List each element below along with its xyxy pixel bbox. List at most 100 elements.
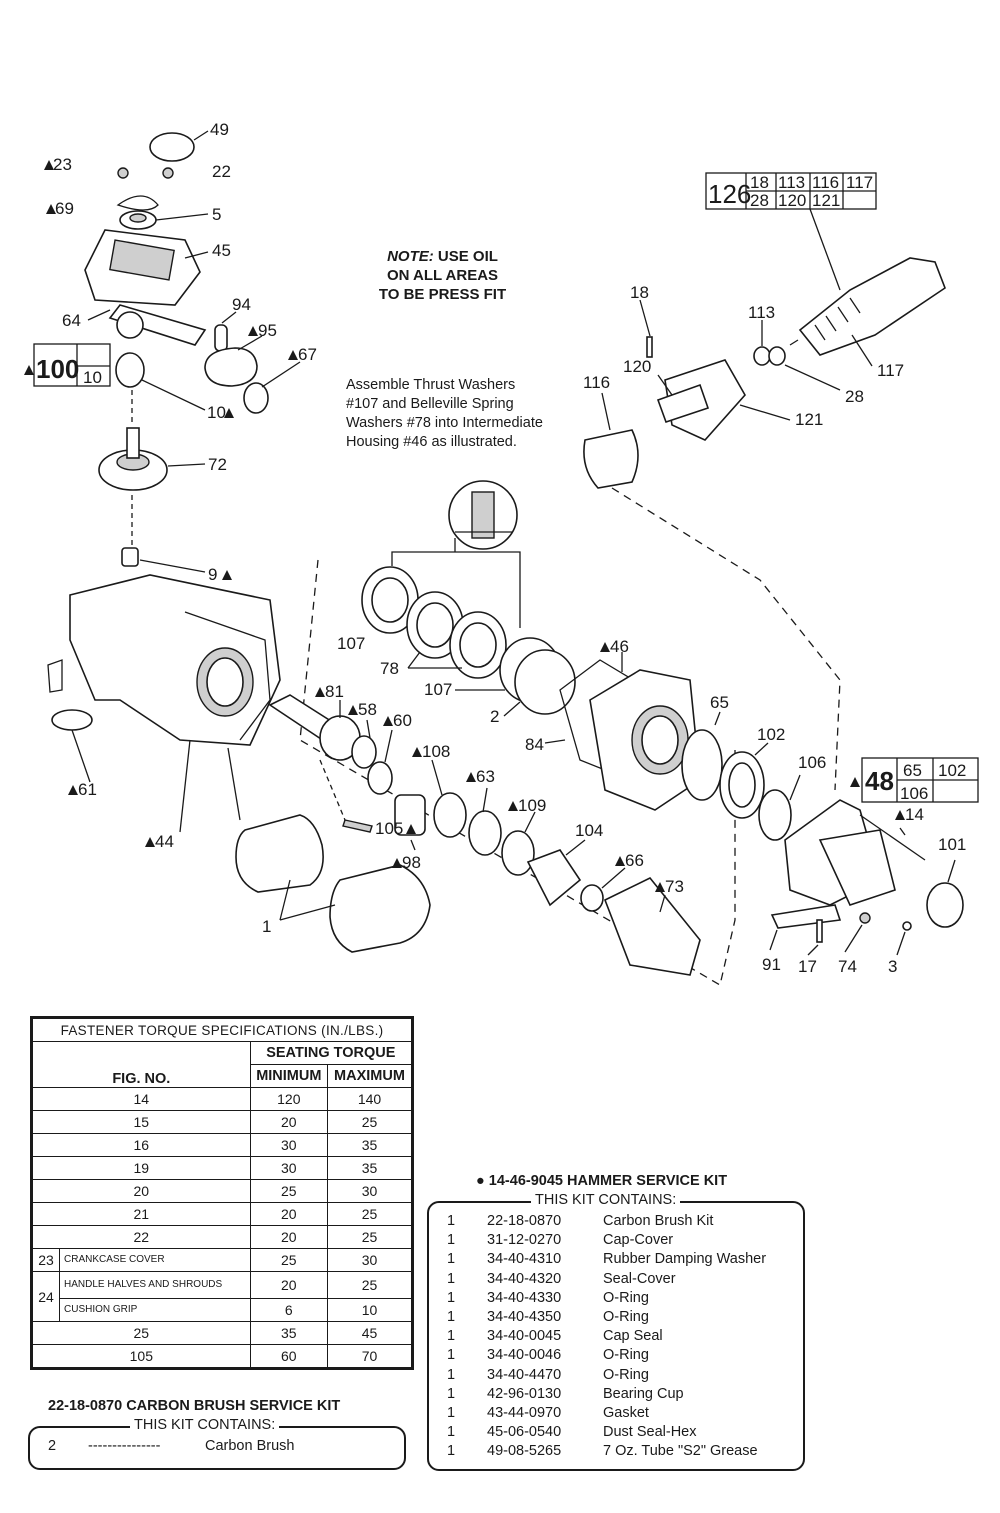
callout-107-a: 107 xyxy=(337,634,365,653)
callout-49: 49 xyxy=(210,120,229,139)
part-61-oring xyxy=(51,709,93,731)
part-58-oring xyxy=(351,735,377,769)
part-67-oring xyxy=(243,382,269,414)
hammer-kit-item-desc: 7 Oz. Tube "S2" Grease xyxy=(603,1443,758,1460)
callout-113: 113 xyxy=(748,303,775,322)
assemble-line-4: Housing #46 as illustrated. xyxy=(346,434,517,450)
callout-108: 108 xyxy=(422,742,450,761)
press-fit-note: NOTE: USE OIL ON ALL AREAS TO BE PRESS F… xyxy=(360,247,525,304)
callout-109: 109 xyxy=(518,796,546,815)
hammer-kit-item-qty: 1 xyxy=(447,1232,456,1249)
part-101-cap xyxy=(926,882,964,928)
carbon-kit-title: 22-18-0870 CARBON BRUSH SERVICE KIT xyxy=(48,1398,341,1414)
part-1-cylinder-a xyxy=(235,814,324,893)
part-28-washer xyxy=(768,346,786,366)
part-14-screw xyxy=(859,814,926,861)
table-row: 24 HANDLE HALVES AND SHROUDS 20 25 xyxy=(32,1271,412,1322)
torque-spec-table: FASTENER TORQUE SPECIFICATIONS (IN./LBS.… xyxy=(30,1016,414,1370)
table-row: CUSHION GRIP 6 10 xyxy=(33,1298,412,1322)
callout-58: 58 xyxy=(358,700,377,719)
kit-126-cell-2: 113 xyxy=(778,173,805,192)
col-fig-no: FIG. NO. xyxy=(32,1041,251,1088)
kit-126-number: 126 xyxy=(708,179,751,209)
hammer-kit-title-row: ● 14-46-9045 HAMMER SERVICE KIT xyxy=(476,1173,727,1189)
part-105-screw xyxy=(342,819,373,833)
hammer-kit-item-desc: Carbon Brush Kit xyxy=(603,1213,714,1229)
callout-78: 78 xyxy=(380,659,399,678)
exploded-parts-diagram: 49 23 22 69 5 45 64 94 95 67 10 72 9 61 … xyxy=(24,120,979,987)
callout-22: 22 xyxy=(212,162,231,181)
kit-box-48: 48 65 102 106 xyxy=(861,757,979,803)
table-row: 23 CRANKCASE COVER 25 30 xyxy=(32,1248,412,1272)
part-65-oring xyxy=(681,729,723,801)
kit-box-100: 100 10 xyxy=(33,343,111,387)
part-104-anvil xyxy=(526,849,582,907)
hammer-kit-legend: THIS KIT CONTAINS: xyxy=(531,1192,681,1208)
callout-116: 116 xyxy=(583,373,610,392)
part-10-needle-bearing xyxy=(115,352,145,388)
callout-17: 17 xyxy=(798,957,817,976)
hammer-kit-item-part: 22-18-0870 xyxy=(487,1213,562,1229)
hammer-kit-item-desc: O-Ring xyxy=(603,1289,649,1306)
hammer-kit-item-qty: 1 xyxy=(447,1405,456,1421)
kit-100-number: 100 xyxy=(36,354,79,384)
hammer-kit-item-part: 34-40-4320 xyxy=(487,1270,562,1287)
hammer-kit-item-part: 34-40-4330 xyxy=(487,1289,562,1306)
part-66-oring xyxy=(580,884,604,912)
hammer-kit-item-part: 43-44-0970 xyxy=(487,1405,562,1421)
carbon-kit-legend: THIS KIT CONTAINS: xyxy=(130,1417,280,1433)
hammer-kit-item-qty: 1 xyxy=(447,1251,456,1268)
callout-64: 64 xyxy=(62,311,81,330)
callout-28: 28 xyxy=(845,387,864,406)
hammer-kit-item-desc: Cap-Cover xyxy=(603,1232,674,1249)
kit-100-cell-1: 10 xyxy=(83,368,102,387)
col-maximum: MAXIMUM xyxy=(327,1064,412,1088)
part-106-seal xyxy=(758,789,792,841)
hammer-kit-box: THIS KIT CONTAINS: 1 22-18-0870 Carbon Bru… xyxy=(427,1192,805,1471)
callout-107-b: 107 xyxy=(424,680,452,699)
seating-torque-header: SEATING TORQUE xyxy=(249,1041,413,1065)
hammer-kit-item-part: 49-08-5265 xyxy=(487,1443,562,1460)
callout-104: 104 xyxy=(575,821,603,840)
callout-63: 63 xyxy=(476,767,495,786)
kit-48-cell-2: 102 xyxy=(938,761,966,780)
hammer-kit-item-qty: 1 xyxy=(447,1309,456,1325)
callout-18: 18 xyxy=(630,283,649,302)
assemble-line-3: Washers #78 into Intermediate xyxy=(346,415,543,431)
callout-14: 14 xyxy=(905,805,924,824)
triangle-markers xyxy=(24,160,905,892)
kit-48-cell-3: 106 xyxy=(900,784,928,803)
hammer-kit-item-desc: Rubber Damping Washer xyxy=(603,1251,767,1268)
callout-72: 72 xyxy=(208,455,227,474)
callout-102: 102 xyxy=(757,725,785,744)
hammer-kit-item-qty: 1 xyxy=(447,1213,456,1229)
part-63-washer xyxy=(468,810,502,856)
kit-126-cell-4: 117 xyxy=(846,173,873,192)
part-73-cylinder xyxy=(603,877,701,976)
callout-66: 66 xyxy=(625,851,644,870)
part-109-washer xyxy=(501,830,535,876)
hammer-kit-item-desc: Dust Seal-Hex xyxy=(603,1424,697,1441)
note-prefix: NOTE: xyxy=(387,248,434,265)
note-line-1: USE OIL xyxy=(433,248,498,265)
kit-48-number: 48 xyxy=(865,766,894,796)
assemble-line-1: Assemble Thrust Washers xyxy=(346,377,516,393)
hammer-kit-item-part: 42-96-0130 xyxy=(487,1385,562,1402)
hammer-kit-item-desc: O-Ring xyxy=(603,1366,649,1383)
callout-74: 74 xyxy=(838,957,857,976)
note-line-2: ON ALL AREAS xyxy=(386,267,499,284)
callout-1: 1 xyxy=(262,917,271,936)
kit-48-cell-1: 65 xyxy=(903,761,922,780)
part-17-pin xyxy=(816,919,823,943)
part-116-clamp-band xyxy=(583,429,639,489)
callout-65: 65 xyxy=(710,693,729,712)
part-18-pin xyxy=(646,336,653,358)
hammer-kit-item-desc: Seal-Cover xyxy=(603,1270,676,1287)
hammer-kit-item-part: 34-40-0045 xyxy=(487,1328,562,1345)
